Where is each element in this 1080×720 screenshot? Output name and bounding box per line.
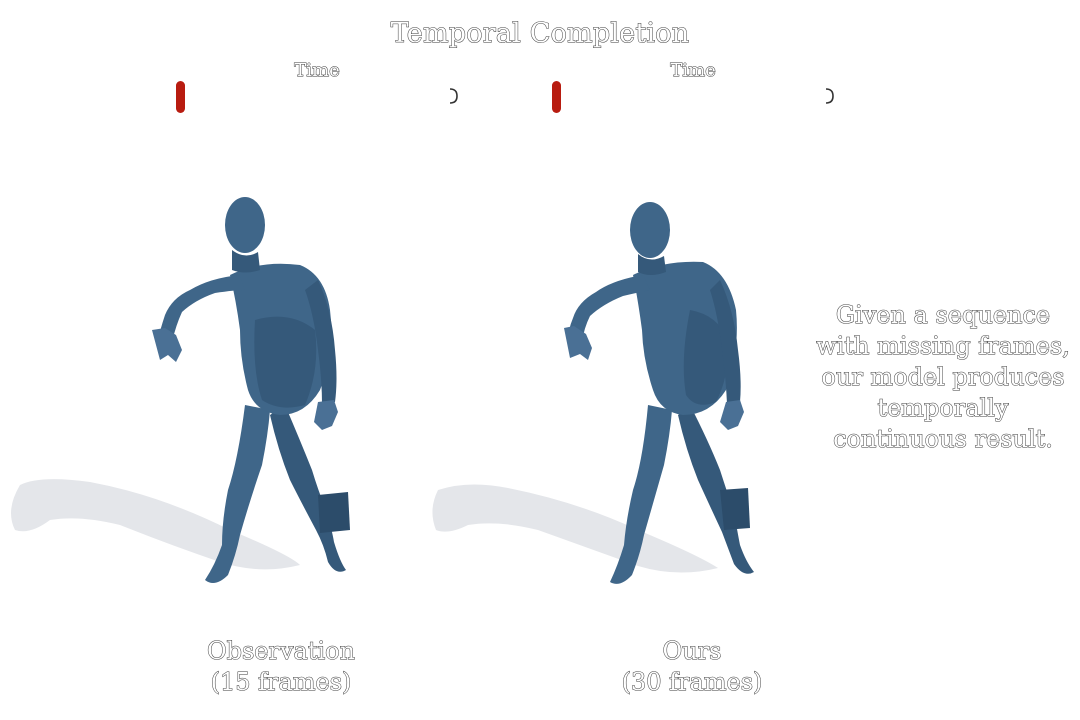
right-timeline-scrubber[interactable]: [552, 81, 561, 113]
description-text: Given a sequence with missing frames, ou…: [816, 301, 1071, 454]
right-time-label: Time: [670, 60, 716, 82]
page-title: Temporal Completion: [390, 18, 690, 50]
left-caption-line2: (15 frames): [210, 668, 352, 697]
right-caption-line1: Ours: [662, 637, 722, 666]
left-human-mesh-render: [11, 197, 350, 584]
left-caption-line1: Observation: [206, 637, 356, 666]
left-time-label: Time: [294, 60, 340, 82]
right-human-mesh-render: [432, 202, 754, 584]
right-panel-caption: Ours (30 frames): [562, 636, 822, 698]
left-timeline-end-icon: [449, 88, 458, 104]
right-timeline-end-icon: [825, 88, 834, 104]
left-panel-caption: Observation (15 frames): [151, 636, 411, 698]
left-timeline-scrubber[interactable]: [176, 81, 185, 113]
right-timeline-track[interactable]: [556, 94, 831, 99]
left-timeline-track[interactable]: [180, 94, 455, 99]
right-caption-line2: (30 frames): [621, 668, 763, 697]
